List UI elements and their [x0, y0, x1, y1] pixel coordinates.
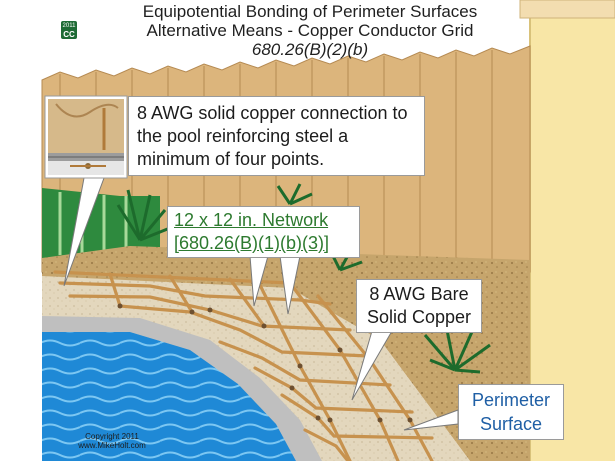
- callout-bare-copper: 8 AWG Bare Solid Copper: [356, 279, 482, 333]
- diagram-title: Equipotential Bonding of Perimeter Surfa…: [142, 2, 478, 21]
- copyright-site: www.MikeHolt.com: [78, 441, 146, 450]
- pool-water: [42, 332, 296, 461]
- badge-code: CC: [63, 30, 75, 39]
- grid-connectors: [117, 303, 413, 423]
- pool-coping: [42, 316, 322, 461]
- plant-top: [276, 183, 313, 206]
- callout-network-size: 12 x 12 in. Network: [174, 210, 329, 230]
- copyright-notice: Copyright 2011 www.MikeHolt.com: [62, 432, 162, 450]
- code-cycle-badge: 2011 CC: [61, 21, 77, 39]
- callout-perimeter-surface: Perimeter Surface: [458, 384, 564, 440]
- copyright-year: Copyright 2011: [85, 432, 139, 441]
- diagram-subtitle: Alternative Means - Copper Conductor Gri…: [146, 21, 474, 40]
- callout-copper-line1: 8 AWG Bare: [369, 284, 469, 304]
- callout-network: 12 x 12 in. Network [680.26(B)(1)(b)(3)]: [167, 206, 360, 258]
- steel-connection-inset: [44, 95, 128, 179]
- copper-conductor-grid: [53, 270, 434, 461]
- callout-steel-connection: 8 AWG solid copper connection to the poo…: [128, 96, 425, 176]
- plant-left: [116, 189, 171, 242]
- badge-year: 2011: [62, 23, 76, 29]
- callout-network-code: [680.26(B)(1)(b)(3)]: [174, 233, 330, 253]
- callout-copper-line2: Solid Copper: [366, 307, 472, 327]
- code-reference: 680.26(B)(2)(b): [251, 40, 369, 59]
- callout-surface-line1: Perimeter: [471, 390, 551, 410]
- callout-surface-line2: Surface: [479, 414, 543, 434]
